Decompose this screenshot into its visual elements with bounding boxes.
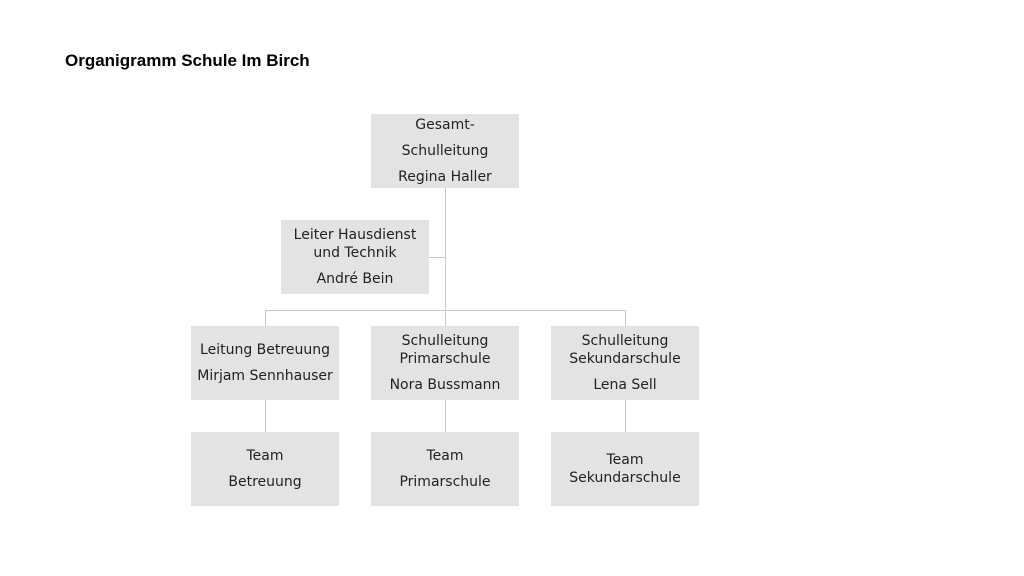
node-label: Schulleitung bbox=[401, 333, 489, 349]
node-label: Schulleitung bbox=[401, 143, 489, 159]
node-label: Betreuung bbox=[228, 474, 302, 490]
node-label: und Technik bbox=[313, 245, 397, 261]
node-person-name: Regina Haller bbox=[398, 169, 492, 185]
node-team-primarschule: Team Primarschule bbox=[371, 432, 519, 506]
node-person-name: Mirjam Sennhauser bbox=[197, 368, 333, 384]
node-label: Primarschule bbox=[399, 474, 491, 490]
node-person-name: Nora Bussmann bbox=[389, 377, 501, 393]
node-person-name: Lena Sell bbox=[593, 377, 657, 393]
node-label: Team bbox=[426, 448, 464, 464]
node-hausdienst-technik: Leiter Hausdienst und Technik André Bein bbox=[281, 220, 429, 294]
node-leitung-betreuung: Leitung Betreuung Mirjam Sennhauser bbox=[191, 326, 339, 400]
node-label: Schulleitung bbox=[581, 333, 669, 349]
node-label: Sekundarschule bbox=[569, 351, 681, 367]
node-team-betreuung: Team Betreuung bbox=[191, 432, 339, 506]
node-label: Gesamt- bbox=[415, 117, 475, 133]
page-title: Organigramm Schule Im Birch bbox=[65, 51, 310, 70]
node-label: Primarschule bbox=[399, 351, 491, 367]
node-label: Leiter Hausdienst bbox=[293, 227, 417, 243]
node-schulleitung-sekundarschule: Schulleitung Sekundarschule Lena Sell bbox=[551, 326, 699, 400]
node-label: Team bbox=[606, 452, 644, 468]
node-label: Team bbox=[246, 448, 284, 464]
node-label: Sekundarschule bbox=[569, 470, 681, 486]
node-gesamtschulleitung: Gesamt- Schulleitung Regina Haller bbox=[371, 114, 519, 188]
node-schulleitung-primarschule: Schulleitung Primarschule Nora Bussmann bbox=[371, 326, 519, 400]
node-label: Leitung Betreuung bbox=[200, 342, 330, 358]
node-team-sekundarschule: Team Sekundarschule bbox=[551, 432, 699, 506]
node-person-name: André Bein bbox=[316, 271, 394, 287]
